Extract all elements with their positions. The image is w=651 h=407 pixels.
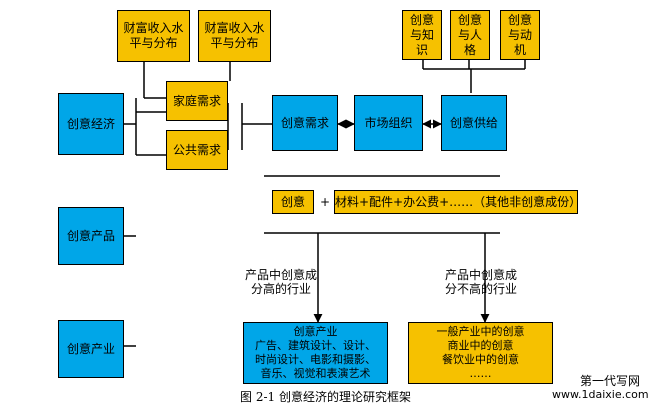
general-industry-creativity-box: 一般产业中的创意 商业中的创意 餐饮业中的创意 …… [408, 322, 553, 384]
watermark-title: 第一代写网 [580, 374, 641, 388]
wealth-distribution-box-1: 财富收入水 平与分布 [117, 10, 190, 62]
creative-economy-label: 创意经济 [58, 93, 124, 155]
public-demand-box: 公共需求 [166, 130, 228, 170]
creative-industry-label: 创意产业 [58, 320, 124, 378]
creative-product-label: 创意产品 [58, 207, 124, 265]
creative-component-box: 创意 [272, 190, 314, 214]
low-creative-branch-label: 产品中创意成 分不高的行业 [445, 268, 518, 296]
figure-caption: 图 2-1 创意经济的理论研究框架 [240, 390, 411, 404]
market-organization-box: 市场组织 [354, 95, 423, 151]
wealth-distribution-box-2: 财富收入水 平与分布 [198, 10, 271, 62]
household-demand-box: 家庭需求 [166, 81, 228, 121]
creativity-knowledge-box: 创意 与知 识 [402, 10, 442, 60]
watermark-url: www.1daixie.com [552, 388, 649, 401]
creative-demand-box: 创意需求 [272, 95, 338, 151]
creative-supply-box: 创意供给 [441, 95, 507, 151]
creative-industry-box: 创意产业 广告、建筑设计、设计、 时尚设计、电影和摄影、 音乐、视觉和表演艺术 [243, 322, 388, 384]
non-creative-components-box: 材料+配件+办公费+……（其他非创意成份） [334, 190, 581, 214]
creativity-motivation-box: 创意 与动 机 [500, 10, 540, 60]
high-creative-branch-label: 产品中创意成 分高的行业 [245, 268, 318, 296]
creativity-personality-box: 创意 与人 格 [450, 10, 490, 60]
plus-sign: + [320, 195, 331, 209]
